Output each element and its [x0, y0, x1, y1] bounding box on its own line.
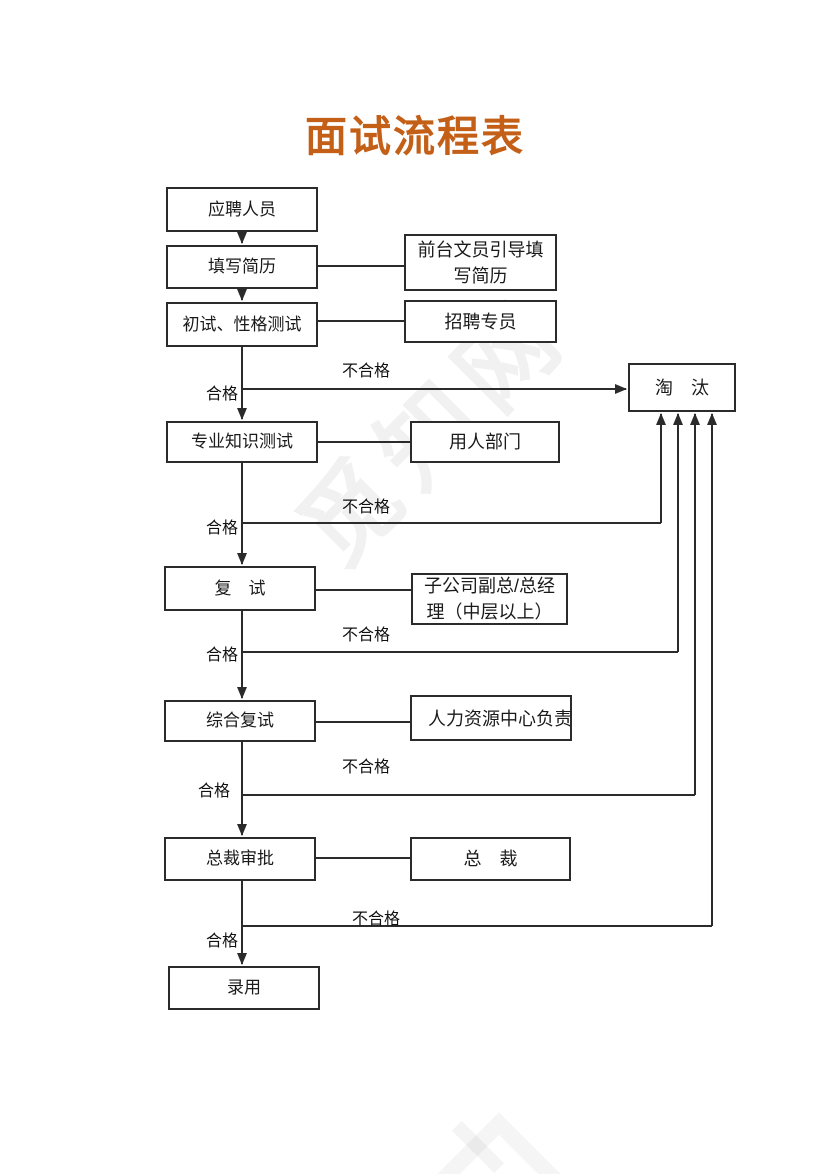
actor-hr-center-line2: 人 — [428, 734, 446, 739]
step-applicants-label: 应聘人员 — [208, 199, 276, 219]
step-initial-test-label: 初试、性格测试 — [182, 314, 302, 334]
actor-hiring-department-label: 用人部门 — [449, 432, 521, 452]
step-fill-resume-label: 填写简历 — [208, 257, 276, 276]
step-president-approval-label: 总裁审批 — [206, 849, 274, 868]
actor-hr-center-line1: 人力资源中心负责 — [428, 709, 572, 729]
step-initial-test: 初试、性格测试 — [166, 302, 318, 347]
actor-subsidiary-gm-line2: 理（中层以上） — [426, 602, 553, 622]
actor-hr-center: 人力资源中心负责 人 — [410, 695, 572, 741]
actor-front-desk-line2: 写简历 — [453, 265, 508, 286]
pass-label-2: 合格 — [205, 520, 239, 537]
page-title: 面试流程表 — [304, 113, 525, 160]
step-president-approval: 总裁审批 — [164, 837, 316, 881]
fail-label-5: 不合格 — [351, 911, 401, 928]
step-knowledge-test-label: 专业知识测试 — [191, 432, 293, 451]
step-second-interview: 复 试 — [164, 566, 316, 611]
fail-label-4: 不合格 — [341, 759, 391, 776]
step-fill-resume: 填写简历 — [166, 245, 318, 289]
actor-recruiter: 招聘专员 — [404, 300, 557, 343]
fail-label-2: 不合格 — [341, 499, 391, 516]
step-applicants: 应聘人员 — [166, 187, 318, 232]
pass-label-1: 合格 — [205, 386, 239, 403]
pass-label-4: 合格 — [197, 783, 231, 800]
pass-label-5: 合格 — [205, 933, 239, 950]
step-knowledge-test: 专业知识测试 — [166, 421, 318, 463]
actor-president: 总 裁 — [410, 837, 571, 881]
step-second-interview-label: 复 试 — [214, 578, 266, 598]
step-comprehensive-interview: 综合复试 — [164, 700, 316, 742]
step-comprehensive-interview-label: 综合复试 — [206, 711, 274, 730]
actor-front-desk-clerk: 前台文员引导填 写简历 — [404, 234, 557, 291]
step-hired-label: 录用 — [227, 978, 261, 997]
actor-subsidiary-gm-line1: 子公司副总/总经 — [423, 576, 555, 596]
actor-president-label: 总 裁 — [463, 849, 518, 869]
pass-label-3: 合格 — [205, 647, 239, 664]
actor-recruiter-label: 招聘专员 — [444, 311, 517, 332]
actor-hiring-department: 用人部门 — [410, 421, 560, 463]
eliminate-label: 淘 汰 — [655, 377, 709, 398]
flow-arrows — [237, 232, 717, 965]
fail-label-1: 不合格 — [341, 363, 391, 380]
actor-front-desk-line1: 前台文员引导填 — [417, 239, 544, 260]
step-hired: 录用 — [168, 966, 320, 1010]
actor-subsidiary-gm: 子公司副总/总经 理（中层以上） — [411, 573, 568, 625]
eliminate-box: 淘 汰 — [628, 363, 736, 412]
fail-label-3: 不合格 — [341, 627, 391, 644]
